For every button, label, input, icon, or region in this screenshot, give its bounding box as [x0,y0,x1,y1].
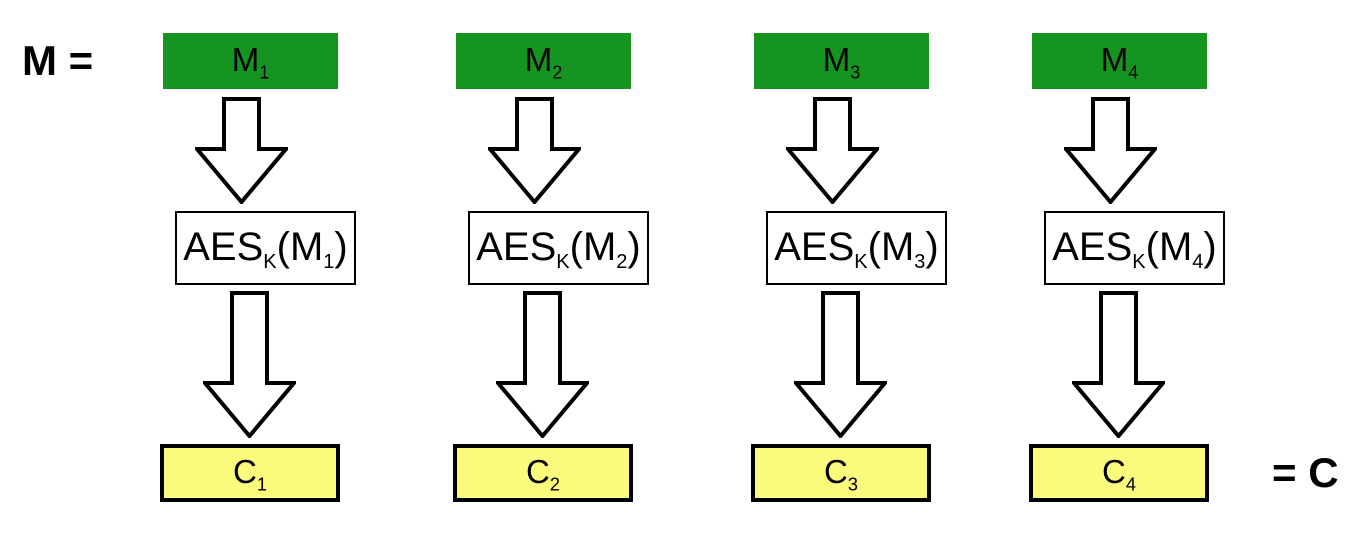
down-arrow-icon [496,291,589,438]
down-arrow-icon [1072,291,1165,438]
aes-function-label: AESK(M4) [1052,224,1217,273]
aes-function-box: AESK(M3) [766,211,947,285]
message-block: M3 [754,33,929,89]
message-block: M1 [163,33,338,89]
down-arrow-icon [1064,97,1157,204]
aes-function-box: AESK(M4) [1044,211,1225,285]
cipher-block-label: C4 [1102,452,1136,495]
aes-function-label: AESK(M2) [476,224,641,273]
ciphertext-vector-label: = C [1272,449,1339,496]
aes-function-label: AESK(M3) [774,224,939,273]
down-arrow-icon [195,97,288,204]
message-block-label: M1 [231,40,270,83]
message-block: M2 [456,33,631,89]
plaintext-vector-label: M = [22,37,94,84]
aes-function-label: AESK(M1) [183,224,348,273]
cipher-block-label: C3 [824,452,858,495]
cipher-block: C2 [453,444,633,502]
aes-function-box: AESK(M2) [468,211,649,285]
cipher-block: C3 [751,444,931,502]
cipher-block-label: C1 [233,452,267,495]
down-arrow-icon [786,97,879,204]
cipher-block: C4 [1029,444,1209,502]
message-block: M4 [1032,33,1207,89]
down-arrow-icon [203,291,296,438]
message-block-label: M2 [524,40,563,83]
cipher-block-label: C2 [526,452,560,495]
aes-function-box: AESK(M1) [175,211,356,285]
message-block-label: M4 [1100,40,1139,83]
message-block-label: M3 [822,40,861,83]
down-arrow-icon [488,97,581,204]
cipher-block: C1 [160,444,340,502]
down-arrow-icon [794,291,887,438]
